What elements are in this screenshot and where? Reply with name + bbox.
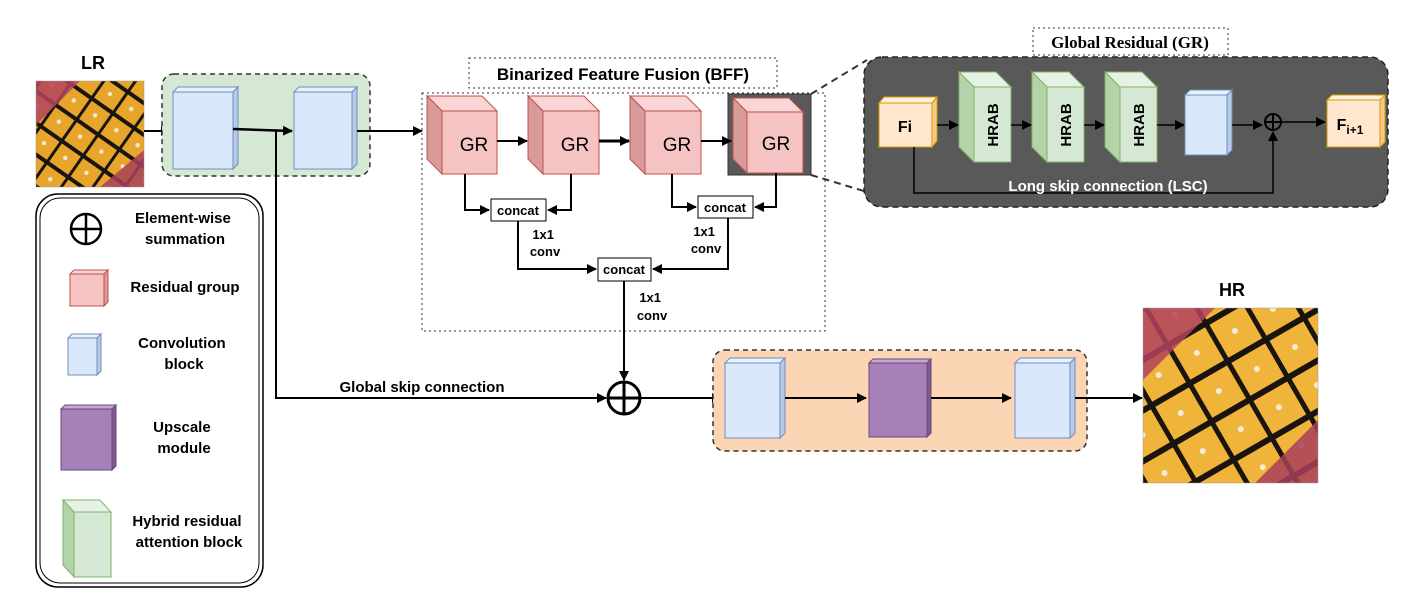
- arrow-concat-right-to-bottom: [652, 218, 729, 274]
- conv-1x1-label-bottom: 1x1 conv: [637, 290, 668, 323]
- conv-1x1-label-left: 1x1 conv: [530, 227, 561, 259]
- gr-block-label: GR: [561, 135, 590, 156]
- arrow-gr2-to-concat-left: [547, 174, 572, 215]
- hrab-label: HRAB: [1131, 103, 1148, 146]
- arrow-concat-left-to-bottom: [517, 221, 597, 274]
- upscale-module-block: [867, 357, 933, 439]
- hr-image: [1142, 307, 1319, 484]
- conv-block-shallow-1: [171, 85, 240, 171]
- lr-label: LR: [81, 53, 105, 73]
- global-skip-connection-label: Global skip connection: [339, 379, 504, 396]
- zoom-line-top: [810, 59, 868, 95]
- arrow-conv1-to-conv2: [232, 125, 293, 136]
- fi-label: Fi: [898, 119, 912, 136]
- legend-item-convolution-block: Convolution block: [66, 332, 230, 377]
- arrow-gr4-to-concat-right: [754, 173, 777, 212]
- legend-label: Residual group: [130, 279, 239, 296]
- gr-title: Global Residual (GR): [1051, 33, 1209, 52]
- concat-label: concat: [497, 203, 540, 218]
- gr-block-label: GR: [663, 135, 692, 156]
- concat-label: concat: [603, 262, 646, 277]
- global-skip-connection-line: [275, 131, 607, 403]
- conv-block-shallow-2: [292, 85, 359, 171]
- convolution-block-icon: [66, 332, 103, 377]
- element-wise-sum-icon: [606, 380, 642, 416]
- arrow-gr1-to-concat-left: [464, 174, 490, 215]
- zoom-line-bottom: [810, 174, 868, 193]
- element-wise-sum-icon: [69, 212, 103, 246]
- legend-box-inner: [39, 197, 260, 584]
- long-skip-connection-line: [913, 131, 1278, 194]
- bff-title: Binarized Feature Fusion (BFF): [497, 65, 749, 84]
- gr-block-2: GR: [526, 94, 601, 176]
- hrab-block-1: HRAB: [957, 70, 1013, 164]
- gr-block-3: GR: [628, 94, 703, 176]
- gr-block-1: GR: [425, 94, 499, 176]
- element-wise-sum-icon: [1264, 113, 1282, 131]
- concat-label: concat: [704, 200, 747, 215]
- legend-item-element-wise-sum: Element-wise summation: [69, 210, 235, 248]
- gr-block-4-highlighted: GR: [727, 93, 812, 176]
- legend-item-residual-group: Residual group: [68, 268, 240, 308]
- legend-label: Convolution block: [138, 335, 230, 373]
- conv-block-recon-2: [1013, 356, 1077, 440]
- concat-box-right: [697, 195, 754, 219]
- legend-item-hybrid-residual-attention-block: Hybrid residual attention block: [61, 498, 245, 579]
- feature-fi1-block: Fi+1: [1325, 93, 1387, 149]
- lsc-label: Long skip connection (LSC): [1008, 178, 1207, 195]
- conv-1x1-label-right: 1x1 conv: [691, 224, 722, 256]
- hrab-label: HRAB: [985, 103, 1002, 146]
- hr-label: HR: [1219, 280, 1245, 300]
- conv-block-gr: [1183, 88, 1234, 157]
- arrow-gr3-to-concat-right: [671, 174, 697, 212]
- conv-block-recon-1: [723, 356, 787, 440]
- legend-label: Element-wise summation: [135, 210, 235, 248]
- gr-title-box: [1032, 27, 1229, 56]
- hrab-label: HRAB: [1058, 103, 1075, 146]
- residual-group-icon: [68, 268, 110, 308]
- upscale-module-icon: [59, 403, 118, 472]
- lr-image: [35, 80, 145, 188]
- bff-region: [421, 92, 826, 332]
- bff-title-box: [468, 57, 778, 89]
- feature-fi-block: Fi: [877, 95, 939, 149]
- legend-label: Hybrid residual attention block: [132, 513, 245, 551]
- fi1-label: Fi+1: [1337, 117, 1364, 137]
- hrab-block-3: HRAB: [1103, 70, 1159, 164]
- hybrid-residual-attention-block-icon: [61, 498, 113, 579]
- gr-block-label: GR: [460, 135, 489, 156]
- legend-label: Upscale module: [153, 419, 215, 457]
- gr-block-label: GR: [762, 134, 791, 155]
- legend-item-upscale-module: Upscale module: [59, 403, 215, 472]
- hrab-block-2: HRAB: [1030, 70, 1086, 164]
